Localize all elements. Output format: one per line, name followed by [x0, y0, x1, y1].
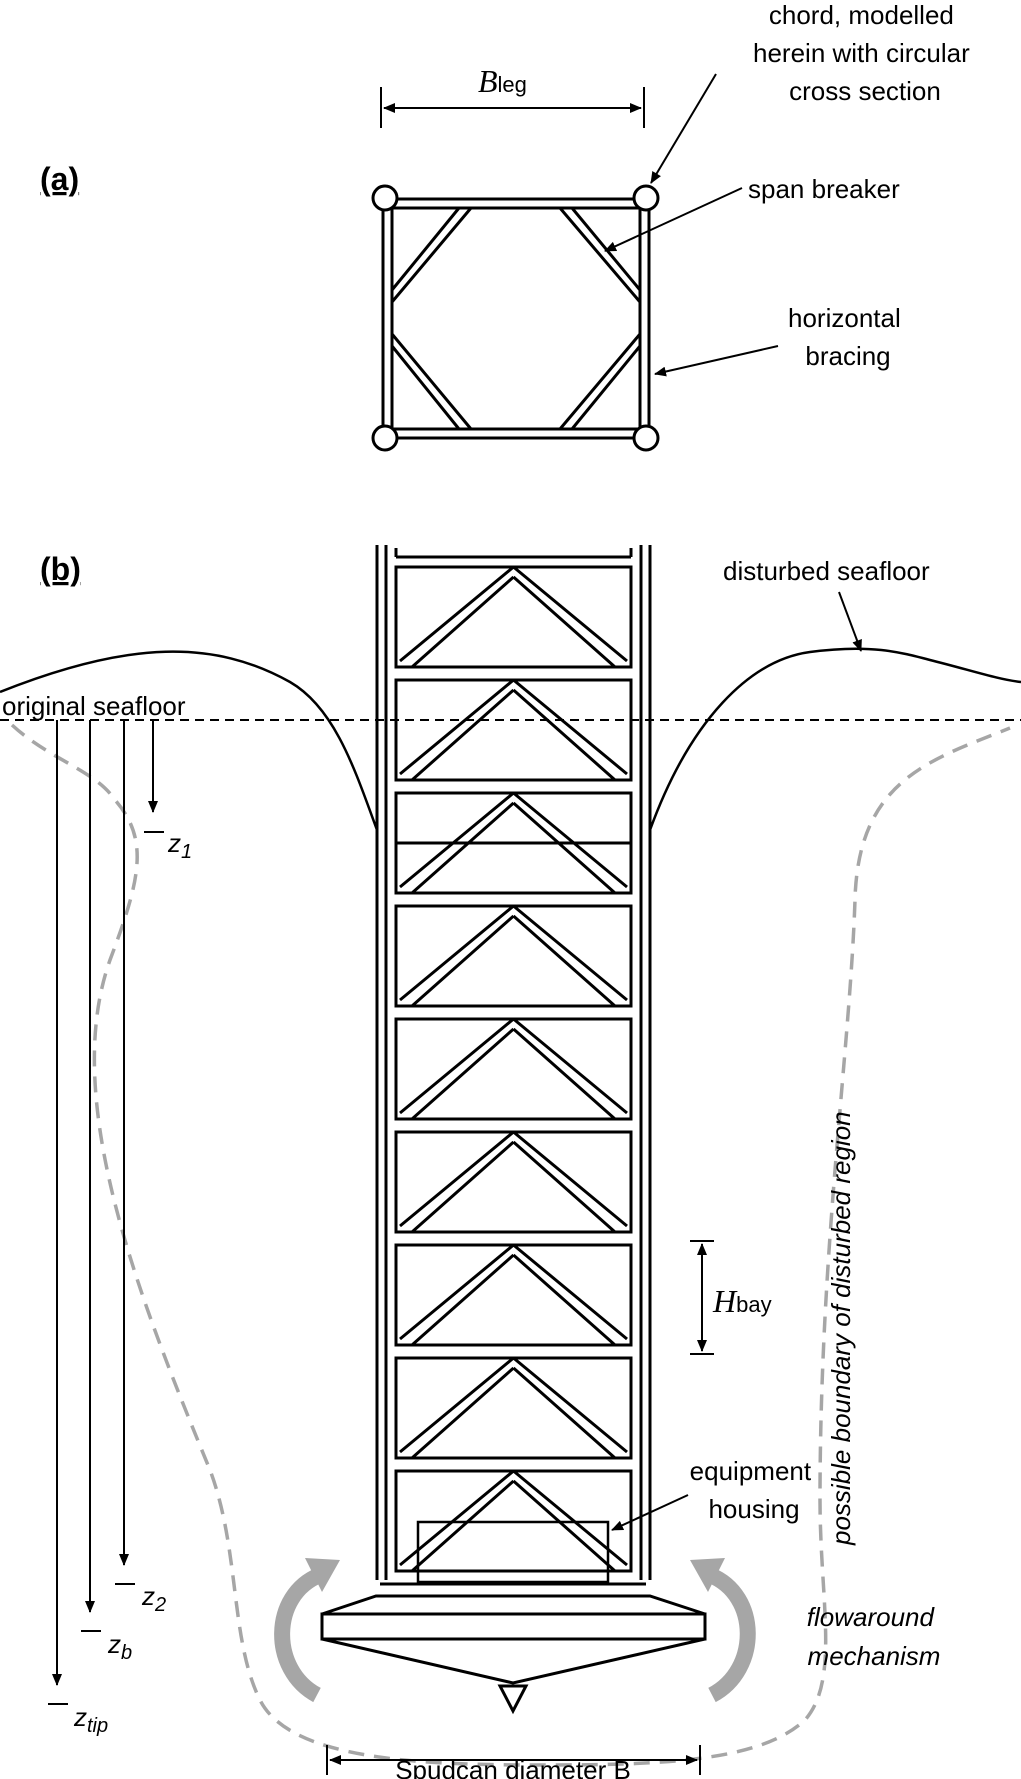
original-seafloor-label: original seafloor [2, 691, 186, 721]
spudcan-label: Spudcan diameter B [395, 1755, 631, 1779]
leg-cross-section [381, 197, 651, 440]
panel-a-label: (a) [40, 161, 79, 197]
chord-circle [371, 184, 399, 212]
bracing-label: horizontal bracing [788, 303, 908, 371]
chord-circle [632, 184, 660, 212]
leg-bays [394, 565, 633, 1573]
chord-circle [371, 424, 399, 452]
spudcan-lower-cone [321, 1637, 706, 1685]
span-breaker-label: span breaker [748, 174, 900, 204]
z2-label: z2 [141, 1581, 166, 1616]
leg-bay [394, 1130, 633, 1234]
leg-bay [394, 1243, 633, 1347]
ztip-label: ztip [73, 1702, 108, 1737]
leg-bay [394, 1017, 633, 1121]
disturbed-seafloor-label: disturbed seafloor [723, 556, 930, 586]
depth-arrows [48, 720, 164, 1705]
equipment-label: equipment housing [690, 1456, 819, 1524]
chord-label: chord, modelled herein with circular cro… [753, 0, 977, 106]
hbay-label: Hbay [712, 1283, 772, 1319]
chord-circles [371, 184, 660, 452]
disturbed-seafloor-left [0, 650, 379, 831]
span-breaker-pointer [604, 187, 743, 252]
spudcan-tip [497, 1684, 529, 1715]
spudcan-rim [320, 1612, 707, 1641]
boundary-label: possible boundary of disturbed region [826, 1111, 856, 1546]
flow-arrow-right-head [690, 1558, 725, 1592]
leg-bay [394, 1356, 633, 1460]
panel-a: (a) Bleg [40, 0, 977, 452]
panel-b: (b) original seafloor disturbed seafloor… [0, 545, 1021, 1779]
z1-label: z1 [167, 828, 192, 863]
zb-label: zb [107, 1629, 132, 1664]
bracing-pointer [654, 345, 779, 377]
flow-label: flowaround mechanism [807, 1602, 941, 1671]
flow-arrow-right [706, 1567, 756, 1703]
leg-bay [394, 565, 633, 669]
bleg-label: Bleg [478, 63, 527, 99]
disturbed-seafloor-right [648, 647, 1021, 831]
equipment-pointer [611, 1494, 689, 1531]
panel-b-label: (b) [40, 551, 81, 587]
spudcan [320, 1582, 707, 1715]
flow-arrow-left-head [305, 1558, 340, 1592]
chord-circle [632, 424, 660, 452]
jackup-leg [375, 545, 652, 1580]
chord-pointer [650, 73, 717, 184]
leg-bay [394, 904, 633, 1008]
spudcan-upper-cone [321, 1594, 706, 1616]
flow-arrow-left [274, 1567, 324, 1703]
disturbed-region-boundary [10, 723, 1011, 1767]
disturbed-seafloor-pointer [838, 591, 862, 652]
equipment-housing [416, 1520, 610, 1584]
leg-bay [394, 678, 633, 782]
